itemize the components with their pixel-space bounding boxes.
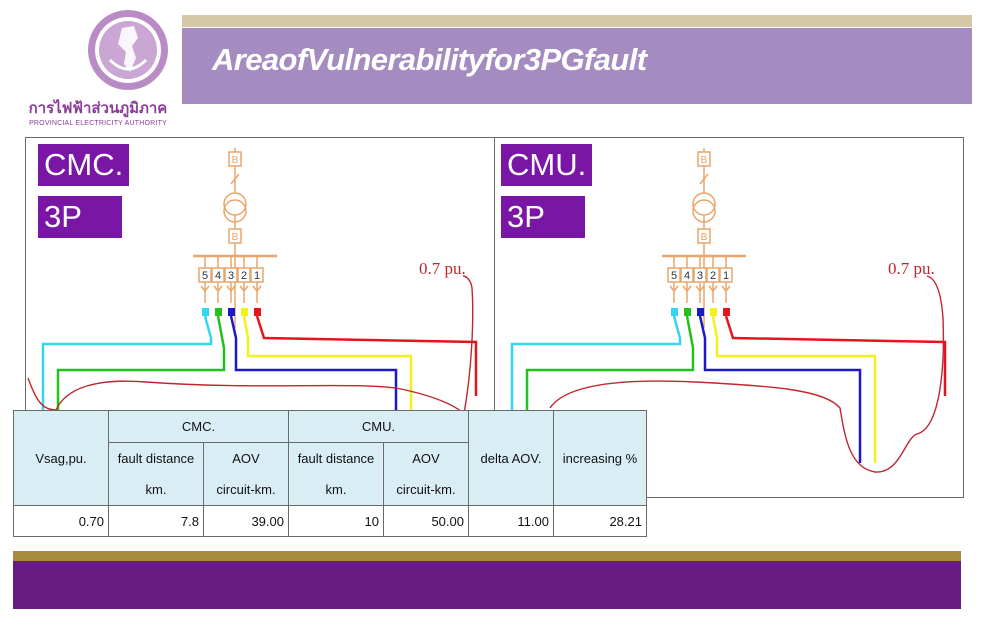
feeder-number: 4 [684,270,690,282]
method-tag: CMU. [501,144,593,186]
feeder-line-3 [698,315,862,463]
header-unit-circuit-km: circuit-km. [383,474,469,506]
footer-band [13,561,961,609]
page-title: AreaofVulnerabilityfor3PGfault [212,42,647,77]
feeder-breaker [684,308,691,316]
breaker-label: B [701,155,708,166]
header-increasing-percent: increasing % [553,410,647,506]
header-fault-distance: fault distance [288,442,384,474]
voltage-contour-label: 0.7 pu. [419,259,466,278]
feeder-number: 2 [710,270,716,282]
header-unit-km: km. [288,474,384,506]
cell-cmc-distance: 7.8 [108,505,204,537]
feeder-breaker [671,308,678,316]
fault-type-tag: 3P [501,196,585,238]
feeder-number: 1 [723,270,729,282]
header-fault-distance: fault distance [108,442,204,474]
feeder-line-4 [525,315,695,418]
pea-logo: การไฟฟ้าส่วนภูมิภาค PROVINCIAL ELECTRICI… [28,8,168,133]
feeder-line-5 [41,315,213,418]
title-gold-bar [182,15,972,27]
voltage-contour [549,275,945,473]
feeder-number: 3 [697,270,703,282]
cell-cmc-aov: 39.00 [203,505,289,537]
voltage-contour-label: 0.7 pu. [888,259,935,278]
feeder-breaker [202,308,209,316]
substation-equipment [662,148,746,328]
feeder-breaker [697,308,704,316]
feeder-number: 4 [215,270,221,282]
feeder-line-1 [724,315,947,396]
feeder-breaker [254,308,261,316]
header-unit-km: km. [108,474,204,506]
header-delta-aov: delta AOV. [468,410,554,506]
logo-english-text: PROVINCIAL ELECTRICITY AUTHORITY [29,120,167,127]
table-row: 0.70 7.8 39.00 10 50.00 11.00 28.21 [13,505,647,537]
feeder-line-5 [510,315,682,418]
feeder-line-2 [711,315,877,463]
feeder-breaker [241,308,248,316]
feeder-breaker [710,308,717,316]
header-cmu-group: CMU. [288,410,469,443]
method-tag: CMC. [38,144,130,186]
footer-gold-bar [13,551,961,561]
cmc-feeder-diagram: B B 5 4 3 2 1 0.7 pu. [27,148,478,418]
feeder-breaker [228,308,235,316]
feeder-line-3 [229,315,398,418]
cell-cmu-aov: 50.00 [383,505,469,537]
header-aov: AOV [203,442,289,474]
feeder-number: 1 [254,270,260,282]
substation-equipment [193,148,277,328]
feeder-number: 3 [228,270,234,282]
feeder-number: 5 [202,270,208,282]
pea-seal-icon [88,10,168,90]
feeder-number: 2 [241,270,247,282]
feeder-line-2 [242,315,413,418]
header-cmc-group: CMC. [108,410,289,443]
header-vsag: Vsag,pu. [13,410,109,506]
breaker-label: B [232,232,239,243]
cmu-feeder-diagram: B B 5 4 3 2 1 0.7 pu. [510,148,947,473]
header-unit-circuit-km: circuit-km. [203,474,289,506]
logo-thai-text: การไฟฟ้าส่วนภูมิภาค [28,99,168,117]
header-aov: AOV [383,442,469,474]
feeder-breaker [723,308,730,316]
feeder-line-4 [56,315,226,418]
voltage-contour [27,275,474,416]
breaker-label: B [701,232,708,243]
title-banner: AreaofVulnerabilityfor3PGfault [182,28,972,104]
cell-increasing-percent: 28.21 [553,505,647,537]
feeder-number: 5 [671,270,677,282]
fault-type-tag: 3P [38,196,122,238]
aov-results-table: Vsag,pu. CMC. CMU. delta AOV. increasing… [13,410,647,537]
cell-delta-aov: 11.00 [468,505,554,537]
cell-cmu-distance: 10 [288,505,384,537]
feeder-breaker [215,308,222,316]
breaker-label: B [232,155,239,166]
cell-vsag: 0.70 [13,505,109,537]
feeder-line-1 [255,315,478,396]
